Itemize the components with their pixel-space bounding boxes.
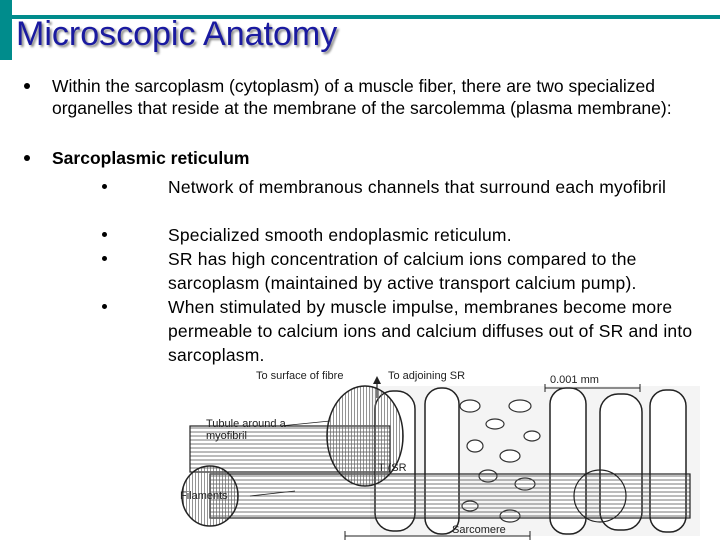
sr-illustration [181,376,700,540]
slide-title: Microscopic Anatomy [16,15,338,53]
title-underline [0,15,720,19]
sub-bullet-item: Specialized smooth endoplasmic reticulum… [102,223,702,247]
label-to-surface: To surface of fibre [256,370,344,382]
sub-bullet-text: Network of membranous channels that surr… [168,177,667,197]
label-sarcomere: Sarcomere [452,524,506,536]
bullet-icon [102,232,107,237]
bullet-item: Sarcoplasmic reticulum [24,147,704,169]
label-tubule: Tubule around a myofibril [206,418,286,442]
bullet-text: Within the sarcoplasm (cytoplasm) of a m… [52,76,672,118]
bullet-icon [24,155,30,161]
sub-bullet-item: SR has high concentration of calcium ion… [102,247,702,295]
bullet-icon [102,184,107,189]
bullet-text: Sarcoplasmic reticulum [52,148,250,168]
bullet-icon [24,83,30,89]
bullet-icon [102,256,107,261]
sub-bullet-text: SR has high concentration of calcium ion… [168,249,637,293]
sarcoplasmic-reticulum-diagram: To surface of fibre To adjoining SR 0.00… [170,366,710,540]
sub-bullet-text: When stimulated by muscle impulse, membr… [168,297,693,365]
label-filaments: Filaments [180,490,228,502]
sub-bullet-text: Specialized smooth endoplasmic reticulum… [168,225,512,245]
label-scale: 0.001 mm [550,374,599,386]
label-to-adjoining-sr: To adjoining SR [388,370,466,382]
bullet-icon [102,304,107,309]
bullet-item: Within the sarcoplasm (cytoplasm) of a m… [24,75,704,141]
accent-side-bar [0,0,12,60]
label-t-sr: T (SR [378,462,407,474]
sub-bullet-item: Network of membranous channels that surr… [102,175,702,223]
sub-bullet-item: When stimulated by muscle impulse, membr… [102,295,702,367]
